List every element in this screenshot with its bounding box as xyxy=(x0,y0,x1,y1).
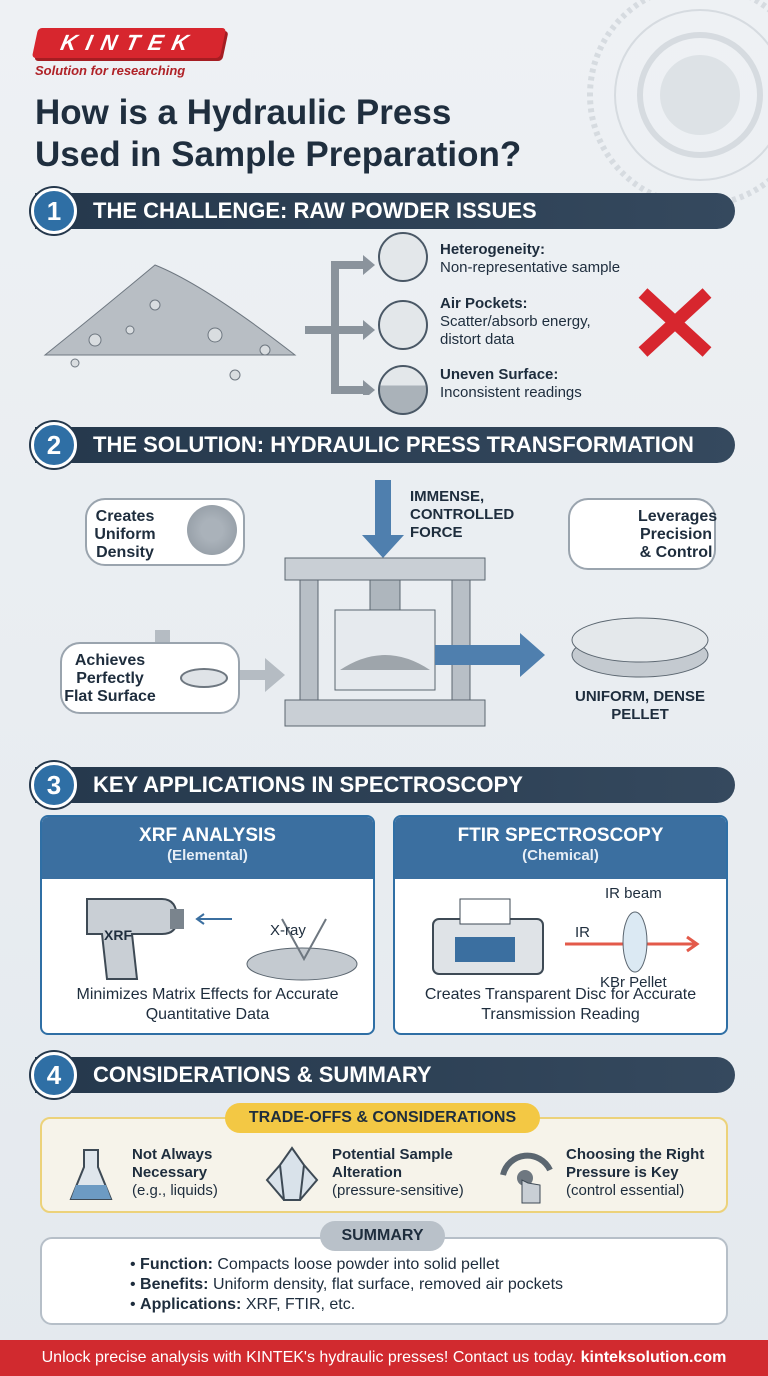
tradeoffs-box xyxy=(40,1117,728,1213)
kbr-pellet-label: KBr Pellet xyxy=(600,974,667,991)
ir-label: IR xyxy=(575,924,590,941)
issue-heterogeneity: Heterogeneity:Non-representative sample xyxy=(440,241,621,276)
pressure-dial-hand-icon xyxy=(500,1152,553,1204)
footer-banner: Unlock precise analysis with KINTEK's hy… xyxy=(0,1340,768,1376)
ftir-caption: Creates Transparent Disc for Accurate Tr… xyxy=(424,986,697,1023)
xray-label: X-ray xyxy=(270,922,306,939)
heterogeneity-icon xyxy=(378,232,428,282)
tradeoffs-badge: TRADE-OFFS & CONSIDERATIONS xyxy=(225,1103,540,1133)
powder-pile-illustration xyxy=(43,255,375,395)
xrf-device-label: XRF xyxy=(104,927,132,943)
pellet-label: UNIFORM, DENSE PELLET xyxy=(575,688,706,723)
logo-tagline: Solution for researching xyxy=(35,63,186,78)
flask-icon xyxy=(69,1149,113,1200)
kintek-logo: KINTEK xyxy=(31,28,227,58)
red-x-icon xyxy=(638,288,712,357)
air-pockets-icon xyxy=(378,300,428,350)
issue-air-pockets: Air Pockets:Scatter/absorb energy, disto… xyxy=(440,295,591,348)
summary-item: • Benefits: Uniform density, flat surfac… xyxy=(130,1276,564,1293)
tradeoff-right-pressure: Choosing the Right Pressure is Key(contr… xyxy=(566,1146,705,1199)
decorative-target-graphic xyxy=(587,0,768,208)
xrf-caption: Minimizes Matrix Effects for Accurate Qu… xyxy=(76,986,339,1023)
tradeoff-sample-alteration: Potential Sample Alteration(pressure-sen… xyxy=(332,1146,464,1199)
tradeoff-not-always-necessary: Not Always Necessary(e.g., liquids) xyxy=(132,1146,218,1199)
callout-precision-control: Leverages Precision & Control xyxy=(568,498,717,570)
uneven-surface-icon xyxy=(378,365,428,415)
ftir-card: FTIR SPECTROSCOPY(Chemical) IR beam IR K… xyxy=(393,815,728,1035)
summary-item: • Applications: XRF, FTIR, etc. xyxy=(130,1296,356,1313)
summary-badge: SUMMARY xyxy=(320,1221,445,1251)
issue-uneven-surface: Uneven Surface:Inconsistent readings xyxy=(440,366,582,401)
ftir-spectrometer-illustration xyxy=(432,898,700,975)
crystal-icon xyxy=(265,1146,319,1201)
dense-particles-icon xyxy=(187,505,237,555)
flat-disc-icon xyxy=(180,668,228,688)
website-link[interactable]: kinteksolution.com xyxy=(580,1349,727,1366)
xrf-card: XRF ANALYSIS(Elemental) XRF X-ray Minimi… xyxy=(40,815,375,1035)
ir-beam-label: IR beam xyxy=(605,885,662,902)
xrf-gun-illustration xyxy=(86,898,358,981)
force-label: IMMENSE, CONTROLLED FORCE xyxy=(410,488,515,541)
summary-item: • Function: Compacts loose powder into s… xyxy=(130,1256,500,1273)
